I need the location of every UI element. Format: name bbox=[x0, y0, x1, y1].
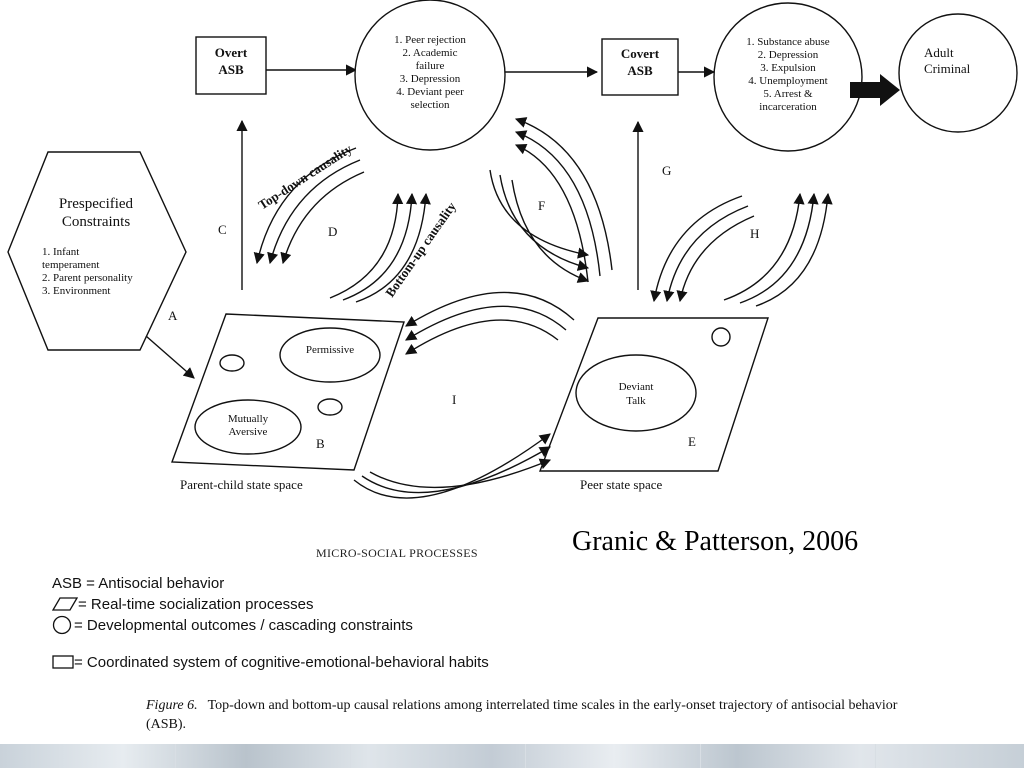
outcomes-circle-left: 1. Peer rejection 2. Academic failure 3.… bbox=[354, 0, 506, 151]
covert-asb-line1: Covert bbox=[621, 46, 660, 61]
outcome-right-5: 5. Arrest & bbox=[763, 88, 813, 100]
label-g: G bbox=[662, 163, 671, 178]
outcome-left-3: failure bbox=[416, 60, 445, 72]
top-down-label: Top-down causality bbox=[255, 141, 354, 213]
constraint-item-1: 1. Infant bbox=[42, 246, 79, 258]
constraint-item-3: 2. Parent personality bbox=[42, 272, 133, 284]
permissive-label: Permissive bbox=[306, 344, 354, 356]
outcome-right-2: 2. Depression bbox=[758, 49, 819, 61]
overt-asb-box: Overt ASB bbox=[195, 36, 267, 95]
arrows-i-bottom bbox=[353, 433, 552, 499]
arrow-a bbox=[145, 335, 195, 379]
label-f: F bbox=[538, 198, 545, 213]
legend-parallelogram-text: = Real-time socialization processes bbox=[78, 595, 314, 613]
outcome-left-1: 1. Peer rejection bbox=[394, 34, 466, 46]
arrows-to-left-circle bbox=[514, 117, 613, 283]
adult-criminal-circle: Adult Criminal bbox=[898, 13, 1018, 133]
parallelogram-icon bbox=[52, 597, 78, 611]
thick-arrow-to-adult-criminal bbox=[850, 74, 900, 106]
label-a: A bbox=[168, 308, 178, 323]
covert-asb-box: Covert ASB bbox=[601, 38, 679, 96]
label-b: B bbox=[316, 436, 325, 451]
rectangle-icon bbox=[52, 655, 74, 669]
citation-credit: Granic & Patterson, 2006 bbox=[572, 526, 859, 557]
label-c: C bbox=[218, 222, 227, 237]
outcome-right-6: incarceration bbox=[759, 101, 817, 113]
talk-label: Talk bbox=[626, 395, 646, 407]
legend-row-asb: ASB = Antisocial behavior bbox=[52, 573, 224, 593]
bottom-up-arrows bbox=[329, 192, 431, 303]
outcome-left-6: selection bbox=[410, 99, 450, 111]
outcome-left-2: 2. Academic bbox=[403, 47, 458, 59]
figure-caption: Figure 6.Top-down and bottom-up causal r… bbox=[146, 696, 906, 734]
legend-row-circle: = Developmental outcomes / cascading con… bbox=[52, 615, 413, 635]
aversive-label: Aversive bbox=[229, 426, 268, 438]
mutually-label: Mutually bbox=[228, 413, 269, 425]
outcome-left-4: 3. Depression bbox=[400, 73, 461, 85]
legend-row-rect: = Coordinated system of cognitive-emotio… bbox=[52, 652, 489, 672]
constraints-title-1: Prespecified bbox=[59, 196, 134, 212]
label-e: E bbox=[688, 434, 696, 449]
arrows-h-down bbox=[650, 195, 755, 303]
footer-decorative-band bbox=[0, 744, 1024, 768]
arrows-i-top bbox=[405, 291, 575, 355]
arrows-f bbox=[489, 169, 590, 283]
peer-state-space: Deviant Talk E bbox=[538, 317, 769, 472]
parent-space-label: Parent-child state space bbox=[180, 477, 303, 492]
figure-label: Figure 6. bbox=[146, 698, 198, 713]
causal-diagram: Overt ASB 1. Peer rejection 2. Academic … bbox=[7, 0, 1018, 499]
overt-asb-line2: ASB bbox=[218, 62, 244, 77]
outcome-left-5: 4. Deviant peer bbox=[396, 86, 464, 98]
outcome-right-4: 4. Unemployment bbox=[748, 75, 827, 87]
covert-asb-line2: ASB bbox=[627, 63, 653, 78]
circle-icon bbox=[52, 615, 72, 635]
label-d: D bbox=[328, 224, 337, 239]
bottom-up-label: Bottom-up causality bbox=[382, 199, 459, 300]
adult-criminal-line1: Adult bbox=[924, 45, 954, 60]
outcomes-circle-right: 1. Substance abuse 2. Depression 3. Expu… bbox=[713, 2, 863, 152]
legend-rect-text: = Coordinated system of cognitive-emotio… bbox=[74, 653, 489, 671]
legend-asb-text: ASB = Antisocial behavior bbox=[52, 574, 225, 592]
constraint-item-2: temperament bbox=[42, 259, 99, 271]
micro-social-processes-title: MICRO-SOCIAL PROCESSES bbox=[316, 546, 478, 560]
legend-row-parallelogram: = Real-time socialization processes bbox=[52, 594, 314, 614]
constraints-title-2: Constraints bbox=[62, 214, 130, 230]
adult-criminal-line2: Criminal bbox=[924, 61, 971, 76]
arrows-h-up bbox=[723, 192, 833, 307]
outcome-right-1: 1. Substance abuse bbox=[746, 36, 830, 48]
top-down-arrows bbox=[253, 147, 365, 265]
label-h: H bbox=[750, 226, 759, 241]
constraints-hexagon: Prespecified Constraints 1. Infant tempe… bbox=[7, 151, 187, 351]
outcome-right-3: 3. Expulsion bbox=[760, 62, 816, 74]
deviant-label: Deviant bbox=[619, 381, 654, 393]
peer-space-label: Peer state space bbox=[580, 477, 663, 492]
figure-caption-text: Top-down and bottom-up causal relations … bbox=[146, 698, 898, 732]
parent-child-state-space: Permissive Mutually Aversive B bbox=[171, 313, 405, 471]
constraint-item-4: 3. Environment bbox=[42, 285, 110, 297]
overt-asb-line1: Overt bbox=[215, 45, 248, 60]
legend-circle-text: = Developmental outcomes / cascading con… bbox=[74, 616, 413, 634]
label-i: I bbox=[452, 392, 456, 407]
